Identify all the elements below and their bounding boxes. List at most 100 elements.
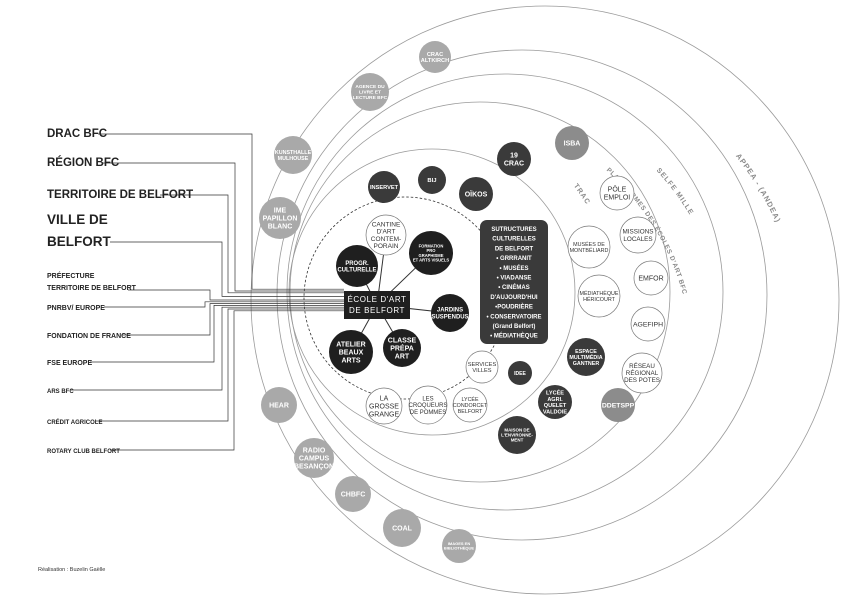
- ring-label-trac: TRAC: [572, 183, 591, 206]
- node-label: OÏKOS: [465, 190, 488, 198]
- funder-drac-bfc-0: DRAC BFC: [47, 128, 107, 140]
- node-label: ISBA: [564, 140, 581, 147]
- node-label: CHBFC: [341, 491, 366, 498]
- node-ddetspp: DDETSPP: [601, 388, 635, 422]
- ring-labels: APPEA - (ANDEA) SELFE MILLE PLATEFORMES …: [572, 152, 783, 296]
- funder-connector: [70, 306, 344, 391]
- funder-connector: [98, 133, 344, 290]
- node-bij: BIJ: [418, 166, 446, 194]
- node-label: PROGR.CULTURELLE: [337, 261, 376, 274]
- node-inservet: INSERVET: [368, 171, 400, 203]
- node-chbfc: CHBFC: [335, 476, 371, 512]
- node-label: INSERVET: [370, 185, 399, 191]
- node-emfor: EMFOR: [633, 260, 669, 296]
- funder-rotary-club-belfort-12: ROTARY CLUB BELFORT: [47, 449, 120, 455]
- funder-connector: [160, 194, 344, 294]
- funder-region-bfc-1: RÉGION BFC: [47, 156, 119, 169]
- funder-connector: [122, 303, 344, 336]
- ring-selfe: [276, 49, 768, 541]
- funder-connector: [90, 305, 344, 363]
- node-coal: COAL: [383, 509, 421, 547]
- node-oikos: OÏKOS: [459, 177, 493, 211]
- node-label: IDEE: [514, 371, 526, 377]
- ring-trac: [289, 101, 671, 483]
- funder-prefecture-5: PRÉFECTURE: [47, 271, 95, 280]
- node-isba: ISBA: [555, 126, 589, 160]
- funder-connector: [110, 241, 344, 297]
- node-label: HEAR: [269, 402, 289, 409]
- node-idee: IDEE: [508, 361, 532, 385]
- funder-ville-de-3: VILLE DE: [47, 212, 108, 227]
- funder-territoire-de-belfort-2: TERRITOIRE DE BELFORT: [47, 189, 193, 201]
- funder-connector: [128, 289, 344, 301]
- funder-belfort-4: BELFORT: [47, 234, 111, 249]
- node-hear: HEAR: [261, 387, 297, 423]
- funder-connector: [110, 310, 344, 451]
- node-label: EMFOR: [638, 275, 663, 282]
- funder-territoire-de-belfort-6: TERRITOIRE DE BELFORT: [47, 285, 137, 292]
- rings: [250, 5, 840, 595]
- funder-fse-europe-9: FSE EUROPE: [47, 360, 92, 367]
- credit-line: Réalisation : Buzelin Gaëlle: [38, 567, 106, 573]
- funder-connectors: [70, 133, 344, 451]
- node-label: COAL: [392, 525, 413, 532]
- ring-plateformes: [286, 73, 724, 511]
- node-label: DDETSPP: [602, 402, 635, 409]
- funder-connector: [96, 308, 344, 422]
- node-agefiph: AGEFIPH: [630, 306, 666, 342]
- node-progr-culturelle: PROGR.CULTURELLE: [336, 245, 378, 287]
- funder-connector: [103, 162, 344, 292]
- node-label: BIJ: [427, 178, 436, 184]
- funder-fondation-de-france-8: FONDATION DE FRANCE: [47, 333, 131, 340]
- funder-credit-agricole-11: CRÉDIT AGRICOLE: [47, 418, 102, 426]
- funder-ars-bfc-10: ARS BFC: [47, 389, 74, 395]
- ring-label-appea: APPEA - (ANDEA): [734, 152, 783, 225]
- funder-connector: [104, 301, 344, 308]
